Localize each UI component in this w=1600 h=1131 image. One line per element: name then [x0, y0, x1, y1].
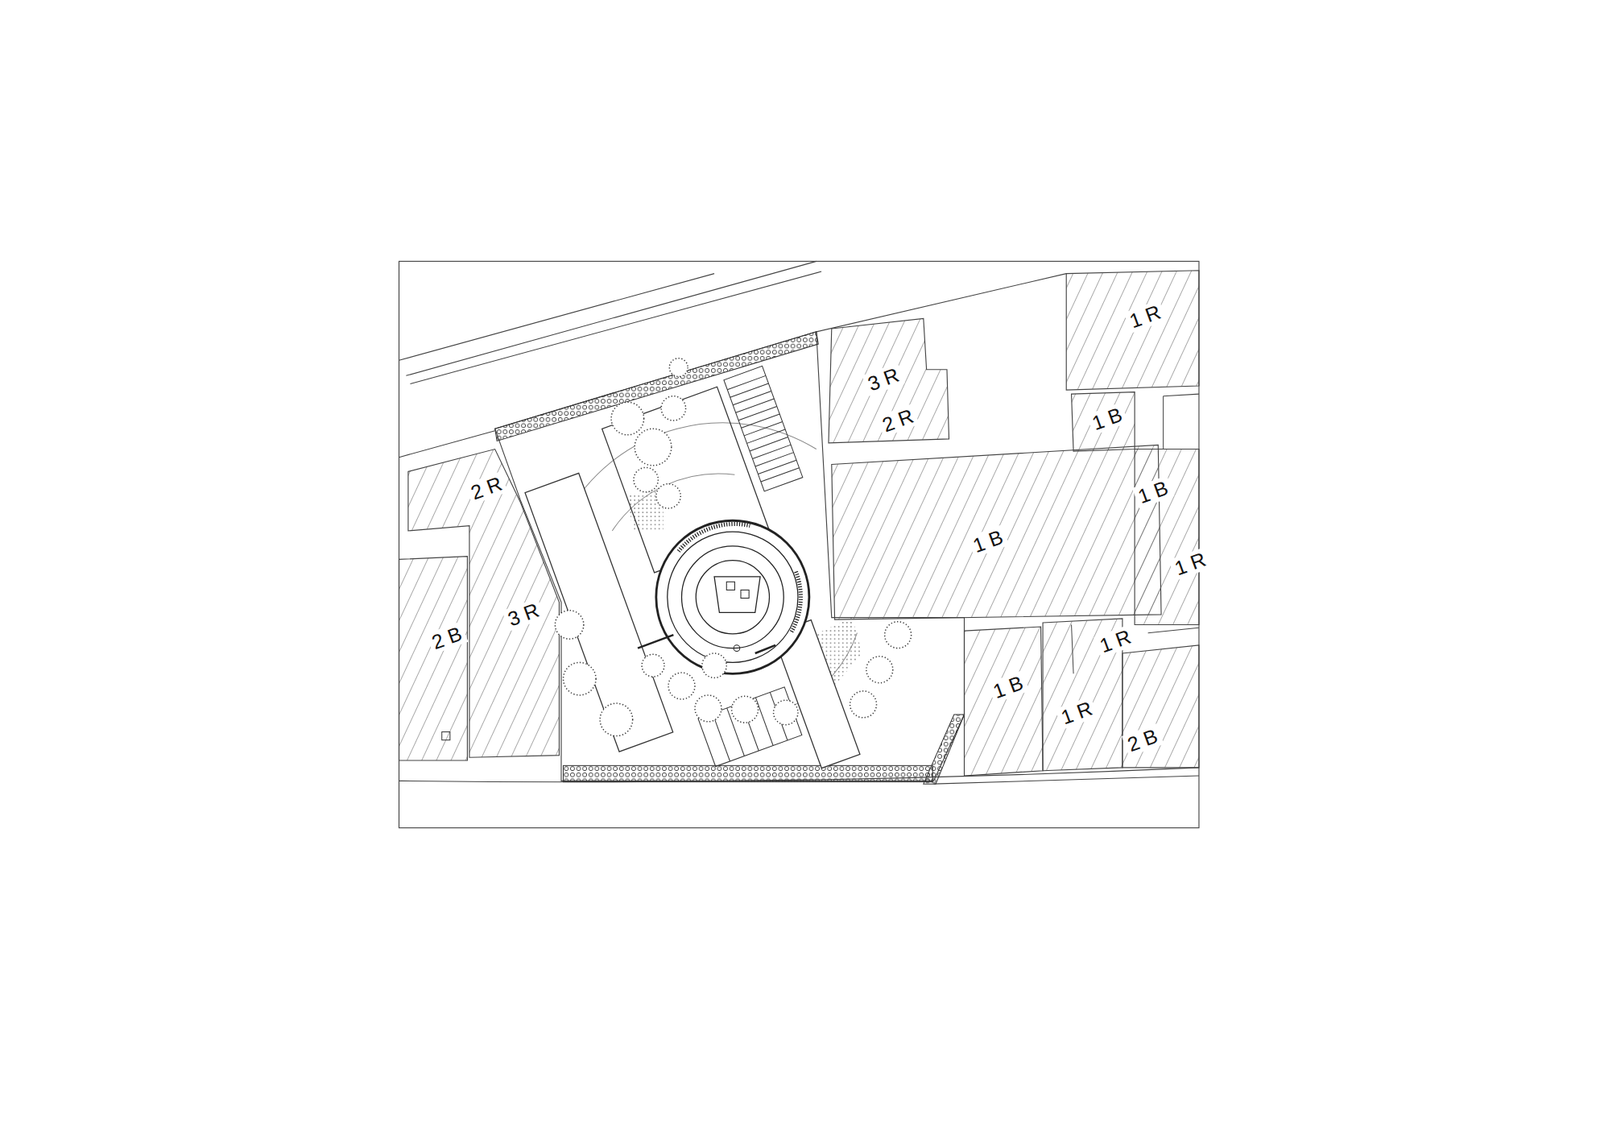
- building-label: 2 R: [876, 403, 919, 437]
- building-label: 1 R: [1054, 695, 1098, 729]
- building-label: 1 B: [967, 524, 1009, 558]
- building-label: 2 R: [465, 471, 509, 505]
- building-label: 3 R: [862, 363, 906, 397]
- building-label: 1 R: [1123, 299, 1166, 333]
- building-label: 2 B: [425, 621, 468, 655]
- building-label: 1 B: [1086, 401, 1129, 435]
- building-label: 1 B: [1132, 475, 1175, 509]
- building-label: 1 R: [1093, 624, 1137, 658]
- building-label: 3 R: [501, 597, 545, 631]
- building-label: 2 B: [1121, 723, 1164, 757]
- building-label: 1 R: [1168, 546, 1212, 580]
- building-label: 1 B: [987, 669, 1030, 703]
